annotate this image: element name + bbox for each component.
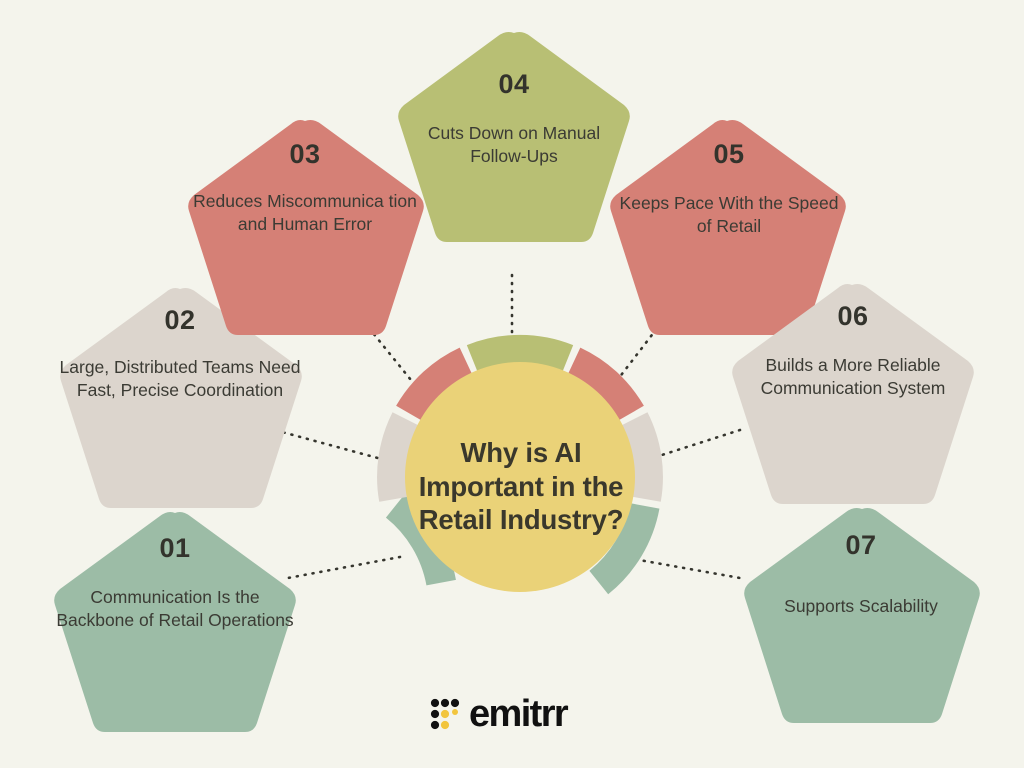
pentagon-07[interactable] xyxy=(744,508,980,723)
pentagon-01[interactable] xyxy=(54,512,296,732)
node-communication-backbone[interactable]: 01 Communication Is the Backbone of Reta… xyxy=(52,527,298,632)
node-06-number: 06 xyxy=(837,301,869,331)
ring-segment-3 xyxy=(396,347,473,422)
emitrr-dot-matrix-icon xyxy=(430,698,460,730)
node-07-number: 07 xyxy=(845,530,877,560)
node-01-label: Communication Is the Backbone of Retail … xyxy=(56,587,294,630)
ring-segment-4 xyxy=(466,334,574,374)
pentagon-04[interactable] xyxy=(398,32,630,242)
pentagon-02[interactable] xyxy=(60,288,302,508)
node-cuts-manual-followups[interactable]: 04 Cuts Down on Manual Follow-Ups xyxy=(400,65,628,168)
center-title-line-1: Why is AI xyxy=(460,437,582,468)
node-05-label: Keeps Pace With the Speed of Retail xyxy=(619,193,839,236)
node-03-number: 03 xyxy=(289,139,321,169)
center-title: Why is AI Important in the Retail Indust… xyxy=(386,436,656,537)
node-07-label: Supports Scalability xyxy=(784,596,938,616)
node-reliable-communication-system[interactable]: 06 Builds a More Reliable Communication … xyxy=(728,297,978,400)
connector-02 xyxy=(280,430,387,462)
emitrr-wordmark: emitrr xyxy=(469,693,569,735)
node-keeps-pace-retail[interactable]: 05 Keeps Pace With the Speed of Retail xyxy=(616,135,842,238)
pentagon-06[interactable] xyxy=(732,284,974,504)
pentagon-05[interactable] xyxy=(610,120,846,335)
node-05-number: 05 xyxy=(713,139,745,169)
ring-segment-7 xyxy=(589,502,660,595)
node-01-number: 01 xyxy=(159,533,191,563)
ring-segment-5 xyxy=(567,347,644,422)
center-title-line-2: Important in the xyxy=(418,470,624,502)
connector-01 xyxy=(286,555,402,580)
center-title-line-3: Retail Industry? xyxy=(418,504,624,536)
node-supports-scalability[interactable]: 07 Supports Scalability xyxy=(744,522,978,618)
emitrr-logo[interactable]: emitrr xyxy=(430,690,620,738)
connector-07 xyxy=(626,556,742,580)
pentagon-03[interactable] xyxy=(188,120,424,335)
node-02-label: Large, Distributed Teams Need Fast, Prec… xyxy=(59,357,301,400)
connector-05 xyxy=(610,312,670,389)
node-06-label: Builds a More Reliable Communication Sys… xyxy=(760,355,946,398)
node-reduces-miscommunication[interactable]: 03 Reduces Miscommunica tion and Human E… xyxy=(188,135,422,236)
node-02-number: 02 xyxy=(164,305,196,335)
center-disc xyxy=(405,362,635,592)
ring-segment-6 xyxy=(620,412,663,502)
node-03-label: Reduces Miscommunica tion and Human Erro… xyxy=(193,191,417,234)
ring-segment-2 xyxy=(377,412,420,502)
connector-03 xyxy=(354,310,417,387)
node-distributed-teams[interactable]: 02 Large, Distributed Teams Need Fast, P… xyxy=(54,301,306,402)
node-04-label: Cuts Down on Manual Follow-Ups xyxy=(427,123,601,166)
node-04-number: 04 xyxy=(498,69,530,99)
